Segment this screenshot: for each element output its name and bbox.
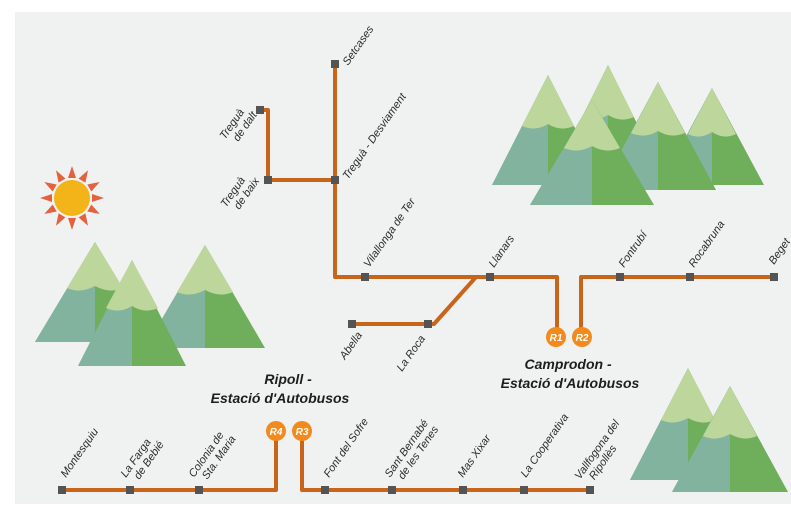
route-lines bbox=[62, 64, 778, 492]
stop-font-sofre bbox=[321, 486, 329, 494]
stop-label-montesquiu: Montesquiu bbox=[59, 426, 101, 479]
route-r3-line bbox=[300, 440, 590, 492]
stop-la-roca bbox=[424, 320, 432, 328]
stop-sant-bernabe bbox=[388, 486, 396, 494]
route-branch-tregura bbox=[260, 108, 335, 182]
stop-label-mas-xixar: Mas Xixar bbox=[456, 432, 495, 480]
mountains-left-icon bbox=[35, 242, 265, 366]
stop-label-sant-bernabe: Sant Bernabé de les Tenes bbox=[383, 415, 443, 486]
stop-tregura-baix bbox=[264, 176, 272, 184]
stop-mas-xixar bbox=[459, 486, 467, 494]
stop-rocabruna bbox=[686, 273, 694, 281]
stop-montesquiu bbox=[58, 486, 66, 494]
stop-la-cooperativa bbox=[520, 486, 528, 494]
svg-text:R4: R4 bbox=[270, 427, 283, 438]
stop-beget bbox=[770, 273, 778, 281]
stop-abella bbox=[348, 320, 356, 328]
stop-label-fontrubi: Fontrubí bbox=[617, 229, 651, 270]
mountains-right-icon bbox=[492, 65, 764, 205]
stop-label-llanars: Llanars bbox=[487, 233, 518, 270]
stop-label-font-sofre: Font del Sofre bbox=[322, 416, 371, 479]
stop-colonia bbox=[195, 486, 203, 494]
stop-label-la-roca: La Roca bbox=[395, 333, 428, 373]
route-badge-r1: R1 bbox=[546, 327, 566, 347]
stop-label-abella: Abella bbox=[337, 330, 365, 363]
stop-vallfogona bbox=[586, 486, 594, 494]
route-badge-r4: R4 bbox=[266, 421, 286, 441]
route-branch-la-roca bbox=[352, 275, 478, 326]
stop-label-beget: Beget bbox=[767, 236, 791, 267]
stop-la-farga bbox=[126, 486, 134, 494]
stop-label-tregura-dalt: Treguà de dalt bbox=[218, 102, 261, 149]
stop-llanars bbox=[486, 273, 494, 281]
stop-label-colonia: Colonia de Sta. Maria bbox=[187, 427, 239, 487]
stop-label-vilallonga: Vilallonga de Ter bbox=[362, 195, 419, 270]
stops bbox=[58, 60, 778, 494]
stop-label-vallfogona: Vallfogona del Ripollès bbox=[573, 416, 634, 489]
stop-label-tregura-desviament: Treguà - Desviament bbox=[341, 91, 410, 182]
route-badge-r2: R2 bbox=[572, 327, 592, 347]
stop-vilallonga bbox=[361, 273, 369, 281]
svg-text:R1: R1 bbox=[550, 333, 563, 344]
hub-label-camprodon: Camprodon - Estació d'Autobusos bbox=[501, 356, 640, 391]
route-r1-line bbox=[333, 64, 559, 332]
stop-label-setcases: Setcases bbox=[341, 23, 377, 67]
route-r4-line bbox=[62, 440, 278, 492]
route-r2-line bbox=[579, 275, 778, 332]
svg-text:R3: R3 bbox=[296, 427, 309, 438]
route-badge-r3: R3 bbox=[292, 421, 312, 441]
stop-label-la-farga: La Farga de Bebié bbox=[119, 432, 167, 486]
stop-tregura-desviament bbox=[331, 176, 339, 184]
stop-label-rocabruna: Rocabruna bbox=[687, 219, 728, 270]
stop-fontrubi bbox=[616, 273, 624, 281]
stop-label-tregura-baix: Treguà de baix bbox=[219, 168, 263, 216]
hub-label-ripoll: Ripoll - Estació d'Autobusos bbox=[211, 371, 350, 406]
stop-tregura-dalt bbox=[256, 106, 264, 114]
svg-text:R2: R2 bbox=[576, 333, 589, 344]
sun-icon bbox=[40, 166, 104, 230]
stop-setcases bbox=[331, 60, 339, 68]
mountains-bottom-right-icon bbox=[630, 368, 788, 492]
stop-label-la-cooperativa: La Cooperativa bbox=[519, 412, 572, 480]
